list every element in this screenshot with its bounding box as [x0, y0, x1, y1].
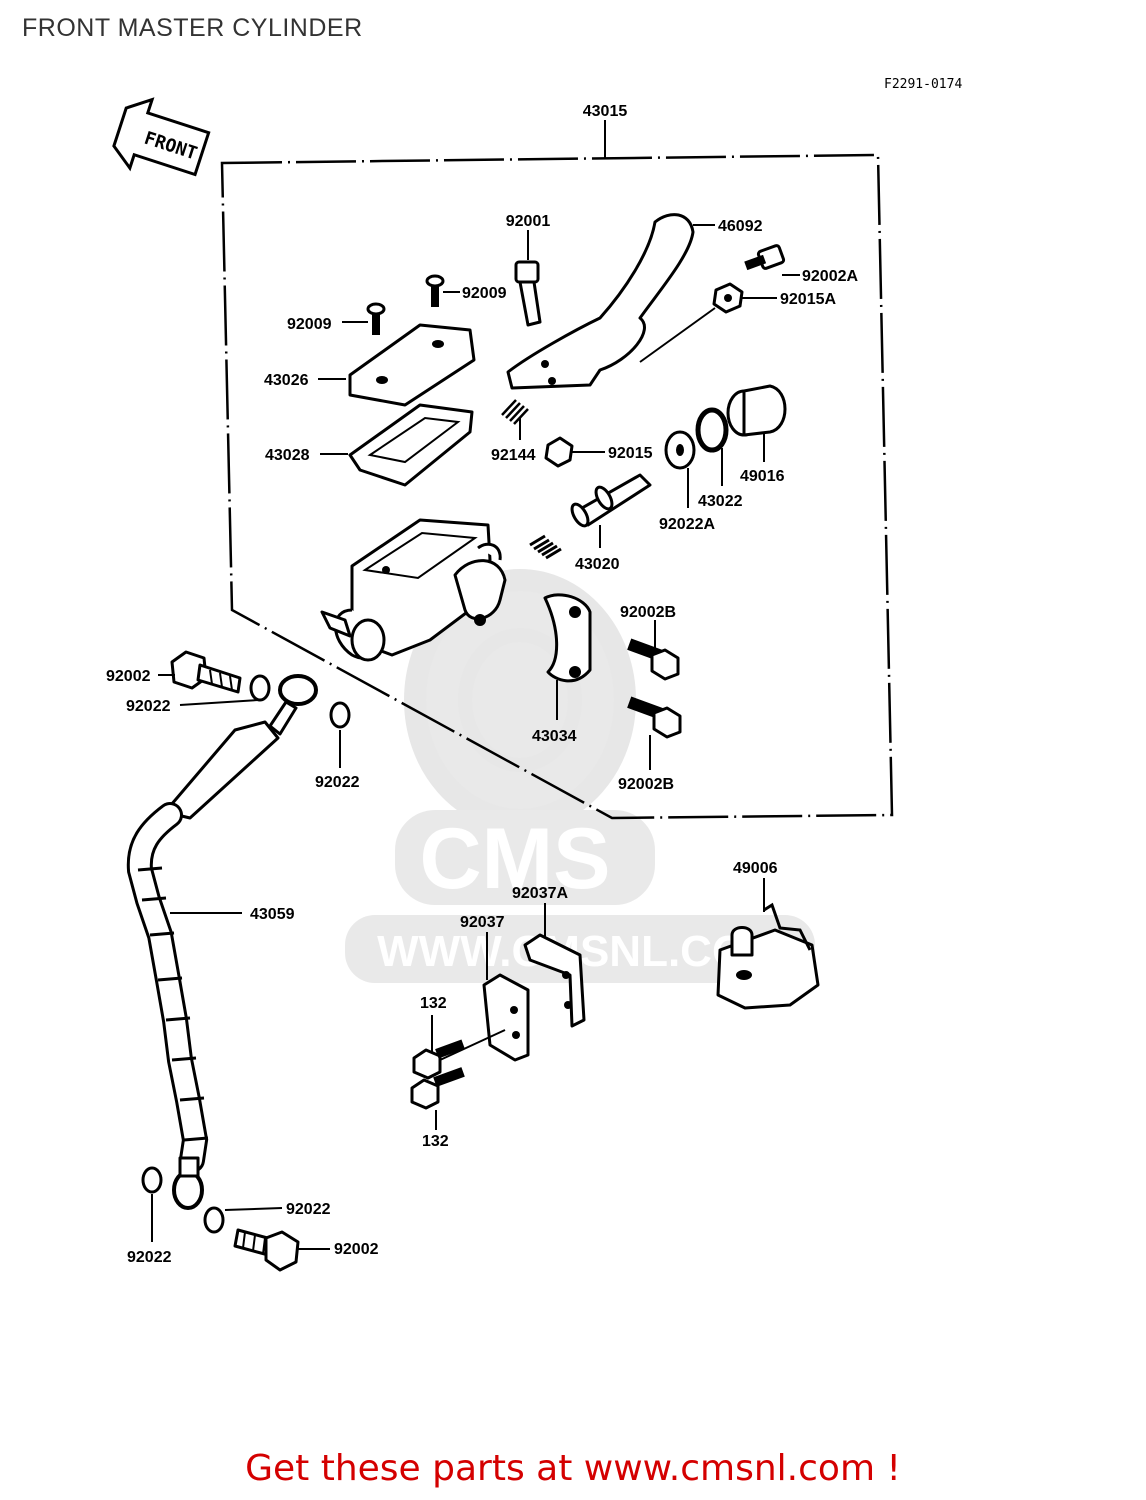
banjo-bolt-top: [170, 650, 242, 694]
hose-clamp-92037a: [523, 933, 586, 1028]
label-43020: 43020: [575, 556, 620, 573]
screw-92009-b: [366, 302, 386, 335]
label-132-top: 132: [420, 995, 447, 1012]
label-46092: 46092: [718, 218, 763, 235]
parts-diagram: CMS WWW.CMSNL.COM F2291-0174 FRONT: [106, 77, 962, 1272]
screw-92009-a: [425, 274, 445, 307]
label-92022a: 92022A: [659, 516, 715, 533]
assembly-frame: [220, 153, 894, 820]
washer-92022-top-a: [249, 674, 271, 702]
label-92002b-bottom: 92002B: [618, 776, 674, 793]
label-92002-bottom: 92002: [334, 1241, 379, 1258]
label-92015a: 92015A: [780, 291, 836, 308]
label-92002b-top: 92002B: [620, 604, 676, 621]
label-92022-top-a: 92022: [126, 698, 171, 715]
bolt-92002b-top: [627, 638, 680, 681]
master-cylinder-body: [320, 518, 507, 662]
brake-hose: [126, 674, 318, 1210]
label-92037a: 92037A: [512, 885, 568, 902]
label-92022-bottom-b: 92022: [286, 1201, 331, 1218]
washer-92022a: [664, 430, 696, 470]
clamp-holder: [543, 593, 592, 683]
dust-boot: [726, 384, 787, 437]
label-92009-b: 92009: [287, 316, 332, 333]
label-92002-top: 92002: [106, 668, 151, 685]
nut-92015a: [712, 282, 744, 314]
figure-code: F2291-0174: [884, 77, 962, 92]
label-43026: 43026: [264, 372, 309, 389]
circlip: [695, 407, 729, 453]
label-43015: 43015: [583, 103, 628, 120]
label-92001: 92001: [506, 213, 551, 230]
brake-light-switch: [716, 902, 820, 1010]
label-43059: 43059: [250, 906, 295, 923]
label-132-bottom: 132: [422, 1133, 449, 1150]
label-43034: 43034: [532, 728, 577, 745]
nut-92015: [544, 436, 574, 468]
label-49006: 49006: [733, 860, 778, 877]
bolt-92002a: [744, 244, 786, 271]
label-49016: 49016: [740, 468, 785, 485]
label-92015: 92015: [608, 445, 653, 462]
front-arrow-icon: FRONT: [112, 97, 211, 177]
piston-assembly: [529, 473, 652, 560]
diaphragm: [348, 403, 474, 487]
bolt-92002b-bottom: [627, 696, 682, 739]
label-43022: 43022: [698, 493, 743, 510]
label-92009-a: 92009: [462, 285, 507, 302]
footer-link[interactable]: Get these parts at www.cmsnl.com !: [245, 1448, 901, 1489]
banjo-bolt-bottom: [233, 1228, 300, 1272]
label-92022-top-b: 92022: [315, 774, 360, 791]
page-title: FRONT MASTER CYLINDER: [22, 14, 363, 42]
label-43028: 43028: [265, 447, 310, 464]
pivot-bolt: [514, 260, 542, 327]
washer-92022-top-b: [329, 701, 351, 729]
brake-lever: [506, 213, 695, 390]
spring-92144: [501, 399, 529, 425]
washer-92022-bottom-b: [203, 1206, 225, 1234]
reservoir-cap: [348, 323, 476, 407]
label-92022-bottom-a: 92022: [127, 1249, 172, 1266]
label-92037: 92037: [460, 914, 505, 931]
bolt-132-bottom: [410, 1067, 465, 1110]
hose-clamp-92037: [482, 973, 530, 1062]
label-92002a: 92002A: [802, 268, 858, 285]
bolt-132-top: [412, 1039, 465, 1080]
label-92144: 92144: [491, 447, 536, 464]
cms-watermark: CMS WWW.CMSNL.COM: [345, 569, 815, 983]
watermark-brand: CMS: [419, 811, 610, 907]
washer-92022-bottom-a: [141, 1166, 163, 1194]
